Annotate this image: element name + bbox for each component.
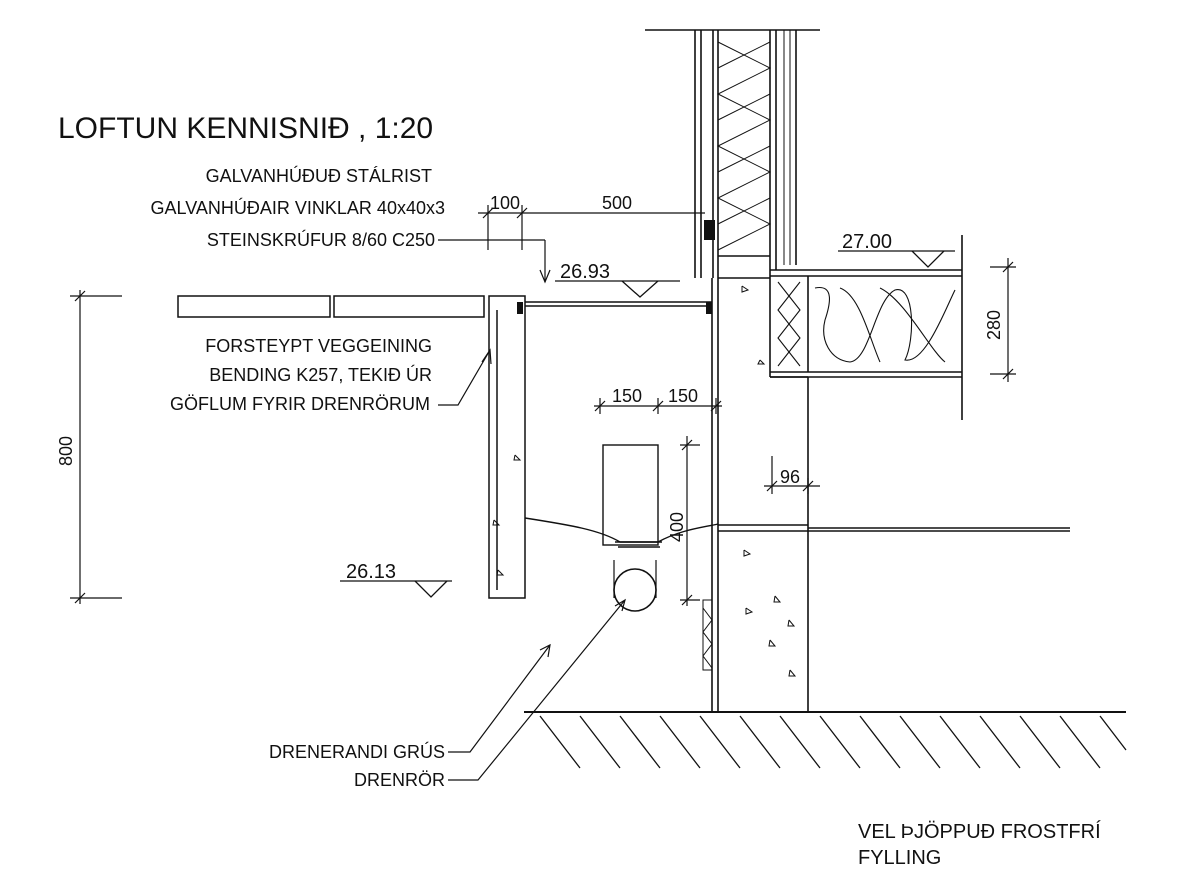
exterior-wall	[645, 29, 820, 278]
drain-board	[702, 599, 713, 671]
floor-insulation	[777, 281, 956, 367]
dimension-lines	[70, 205, 1016, 606]
dim-280: 280	[984, 310, 1004, 340]
label-precast-2: BENDING K257, TEKIÐ ÚR	[209, 364, 432, 385]
dim-96: 96	[780, 467, 800, 487]
level-marker-floor	[838, 250, 955, 268]
label-precast-3: GÖFLUM FYRIR DRENRÖRUM	[170, 394, 430, 414]
drain-pipe-body	[613, 560, 657, 598]
label-fill-2: FYLLING	[858, 847, 941, 869]
precast-wall-unit	[488, 295, 712, 599]
wall-insulation	[716, 30, 791, 265]
dim-800: 800	[56, 436, 76, 466]
level-marker-bottom	[340, 580, 452, 598]
dim-100: 100	[490, 193, 520, 213]
drawing-title: LOFTUN KENNISNIÐ , 1:20	[58, 112, 433, 145]
level-top-grate: 26.93	[560, 261, 610, 283]
floor-slab	[770, 235, 963, 420]
level-marker-top	[555, 280, 680, 298]
label-gravel: DRENERANDI GRÚS	[269, 741, 445, 762]
dim-150-a: 150	[612, 386, 642, 406]
label-drain-pipe: DRENRÖR	[354, 770, 445, 790]
wall-sealant	[704, 220, 715, 240]
ground-hatch	[539, 715, 1127, 769]
level-floor: 27.00	[842, 231, 892, 253]
dim-400: 400	[667, 512, 687, 542]
drain-pipe-section	[613, 568, 657, 612]
leader-lines	[438, 239, 626, 781]
paving-slabs	[177, 295, 485, 318]
label-steel-grate: GALVANHÚÐUÐ STÁLRIST	[206, 165, 432, 186]
grate-bolts	[517, 302, 712, 314]
concrete-marks	[492, 285, 797, 677]
drain-chamber	[524, 444, 719, 548]
label-fill-1: VEL ÞJÖPPUÐ FROSTFRÍ	[858, 820, 1101, 843]
dim-150-b: 150	[668, 386, 698, 406]
label-precast-1: FORSTEYPT VEGGEINING	[205, 336, 432, 356]
foundation-wall	[711, 277, 1070, 712]
label-angles: GALVANHÚÐAIR VINKLAR 40x40x3	[151, 197, 445, 218]
dim-500: 500	[602, 193, 632, 213]
level-bottom-pit: 26.13	[346, 561, 396, 583]
label-screws: STEINSKRÚFUR 8/60 C250	[207, 229, 435, 250]
